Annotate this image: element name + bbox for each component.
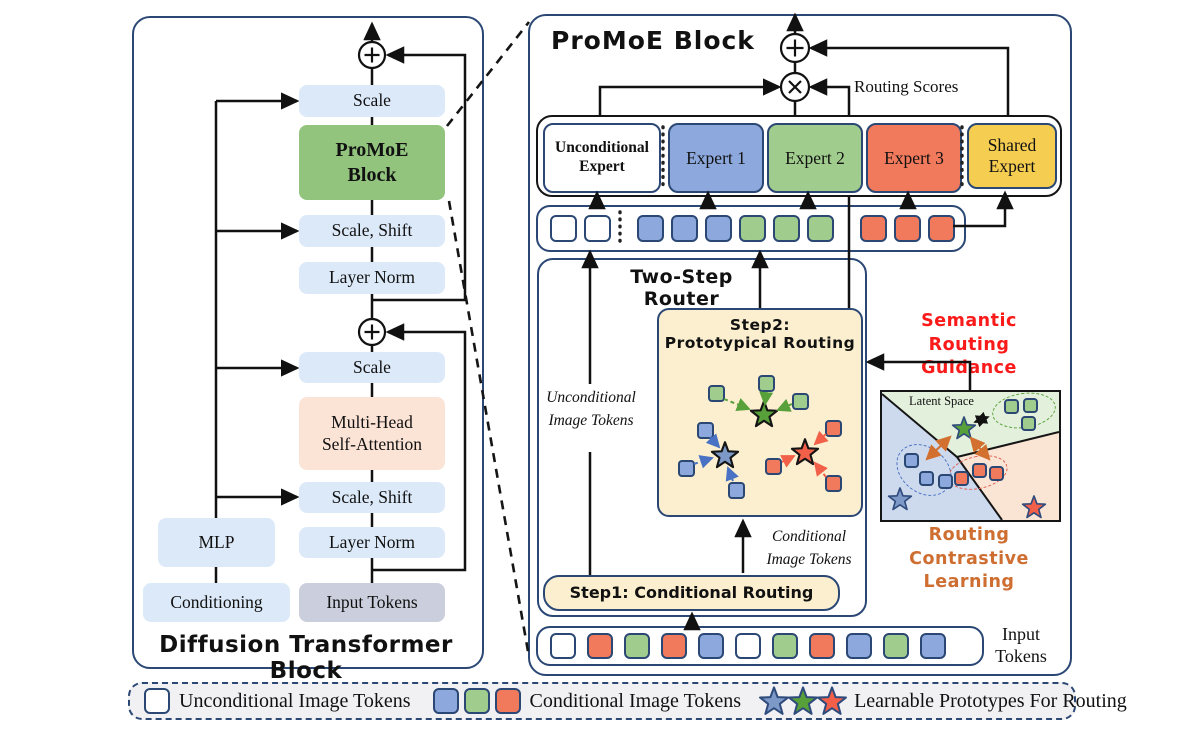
step2-line1: Step2: — [729, 316, 791, 334]
green-token — [807, 215, 834, 242]
orange-token-square — [972, 463, 987, 478]
green-token-square — [758, 375, 775, 392]
green-token — [739, 215, 766, 242]
orange-token-square — [765, 458, 782, 475]
blue-token — [671, 215, 698, 242]
white-token — [550, 633, 576, 659]
promoe-block-box: ProMoE Block — [299, 125, 445, 200]
blue-token — [698, 633, 724, 659]
blue-token — [432, 688, 459, 714]
red-star — [816, 685, 848, 717]
orange-token — [860, 215, 887, 242]
blue-token-square — [678, 460, 695, 477]
blue-token — [637, 215, 664, 242]
orange-token-square — [989, 466, 1004, 481]
legend-conditional-label: Conditional Image Tokens — [529, 689, 742, 712]
scale-box-mid: Scale — [299, 352, 445, 383]
green-token-square — [1023, 398, 1038, 413]
expert-2-box: Expert 2 — [767, 123, 863, 193]
blue-token — [920, 633, 946, 659]
blue-star — [758, 685, 790, 717]
legend-unconditional-label: Unconditional Image Tokens — [179, 689, 411, 712]
conditional-image-tokens-label: Conditional Image Tokens — [766, 528, 852, 569]
step2-title: Step2: Prototypical Routing — [660, 316, 860, 352]
green-token-square — [792, 393, 809, 410]
red-prototype-star — [1021, 494, 1047, 520]
orange-token — [809, 633, 835, 659]
blue-token — [846, 633, 872, 659]
blue-token-square — [904, 453, 919, 468]
scale-shift-box-top: Scale, Shift — [299, 215, 445, 247]
input-tokens-label: Input Tokens — [995, 623, 1047, 667]
white-token — [735, 633, 761, 659]
expert-3-box: Expert 3 — [866, 123, 962, 193]
red-prototype-star — [790, 437, 820, 467]
promoe-block-title: ProMoE Block — [551, 26, 755, 55]
expert-1-box: Expert 1 — [668, 123, 764, 193]
green-token — [773, 215, 800, 242]
blue-token-square — [938, 474, 953, 489]
scale-box-top: Scale — [299, 85, 445, 117]
legend-prototypes-label: Learnable Prototypes For Routing — [854, 689, 1127, 712]
step1-conditional-routing-box: Step1: Conditional Routing — [543, 575, 840, 611]
conditioning-box: Conditioning — [143, 583, 290, 622]
multi-head-self-attention-box: Multi-Head Self-Attention — [299, 397, 445, 470]
two-step-router-title: Two-Step Router — [630, 266, 733, 310]
routing-contrastive-learning-label: Routing Contrastive Learning — [909, 525, 1029, 593]
routing-scores-label: Routing Scores — [854, 77, 959, 97]
orange-token — [494, 688, 521, 714]
green-token — [624, 633, 650, 659]
unconditional-image-tokens-label: Unconditional Image Tokens — [546, 389, 636, 430]
green-star — [787, 685, 819, 717]
green-token — [463, 688, 490, 714]
orange-token — [928, 215, 955, 242]
green-token — [772, 633, 798, 659]
green-prototype-star — [951, 415, 977, 441]
blue-token — [705, 215, 732, 242]
legend-prototype-stars — [758, 685, 848, 717]
green-token-square — [708, 385, 725, 402]
diffusion-transformer-title: Diffusion Transformer Block — [159, 632, 453, 684]
unconditional-expert-box: Unconditional Expert — [543, 123, 661, 193]
scale-shift-box-bottom: Scale, Shift — [299, 482, 445, 513]
orange-token-square — [954, 471, 969, 486]
green-token-square — [1021, 416, 1036, 431]
input-token-row — [536, 626, 984, 666]
green-token-square — [1004, 399, 1019, 414]
sorted-token-row — [536, 205, 966, 252]
layer-norm-box-top: Layer Norm — [299, 262, 445, 294]
legend: Unconditional Image Tokens Conditional I… — [128, 682, 1127, 720]
mlp-box: MLP — [158, 518, 275, 567]
semantic-routing-guidance-label: Semantic Routing Guidance — [921, 311, 1017, 379]
blue-token-square — [728, 482, 745, 499]
green-token — [883, 633, 909, 659]
white-token — [550, 215, 577, 242]
step2-line2: Prototypical Routing — [664, 334, 856, 352]
input-tokens-box: Input Tokens — [299, 583, 445, 622]
blue-token-square — [919, 471, 934, 486]
shared-expert-box: Shared Expert — [967, 123, 1057, 189]
latent-space-label: Latent Space — [909, 394, 974, 408]
orange-token — [661, 633, 687, 659]
white-token — [144, 688, 170, 714]
orange-token-square — [825, 420, 842, 437]
latent-space-box: Latent Space — [880, 388, 1061, 522]
orange-token — [894, 215, 921, 242]
layer-norm-box-bottom: Layer Norm — [299, 527, 445, 558]
blue-prototype-star — [710, 440, 740, 470]
orange-token-square — [825, 475, 842, 492]
green-prototype-star — [749, 399, 779, 429]
orange-token — [587, 633, 613, 659]
blue-token-square — [697, 422, 714, 439]
blue-prototype-star — [887, 486, 913, 512]
legend-conditional-tokens — [432, 688, 521, 714]
white-token — [584, 215, 611, 242]
